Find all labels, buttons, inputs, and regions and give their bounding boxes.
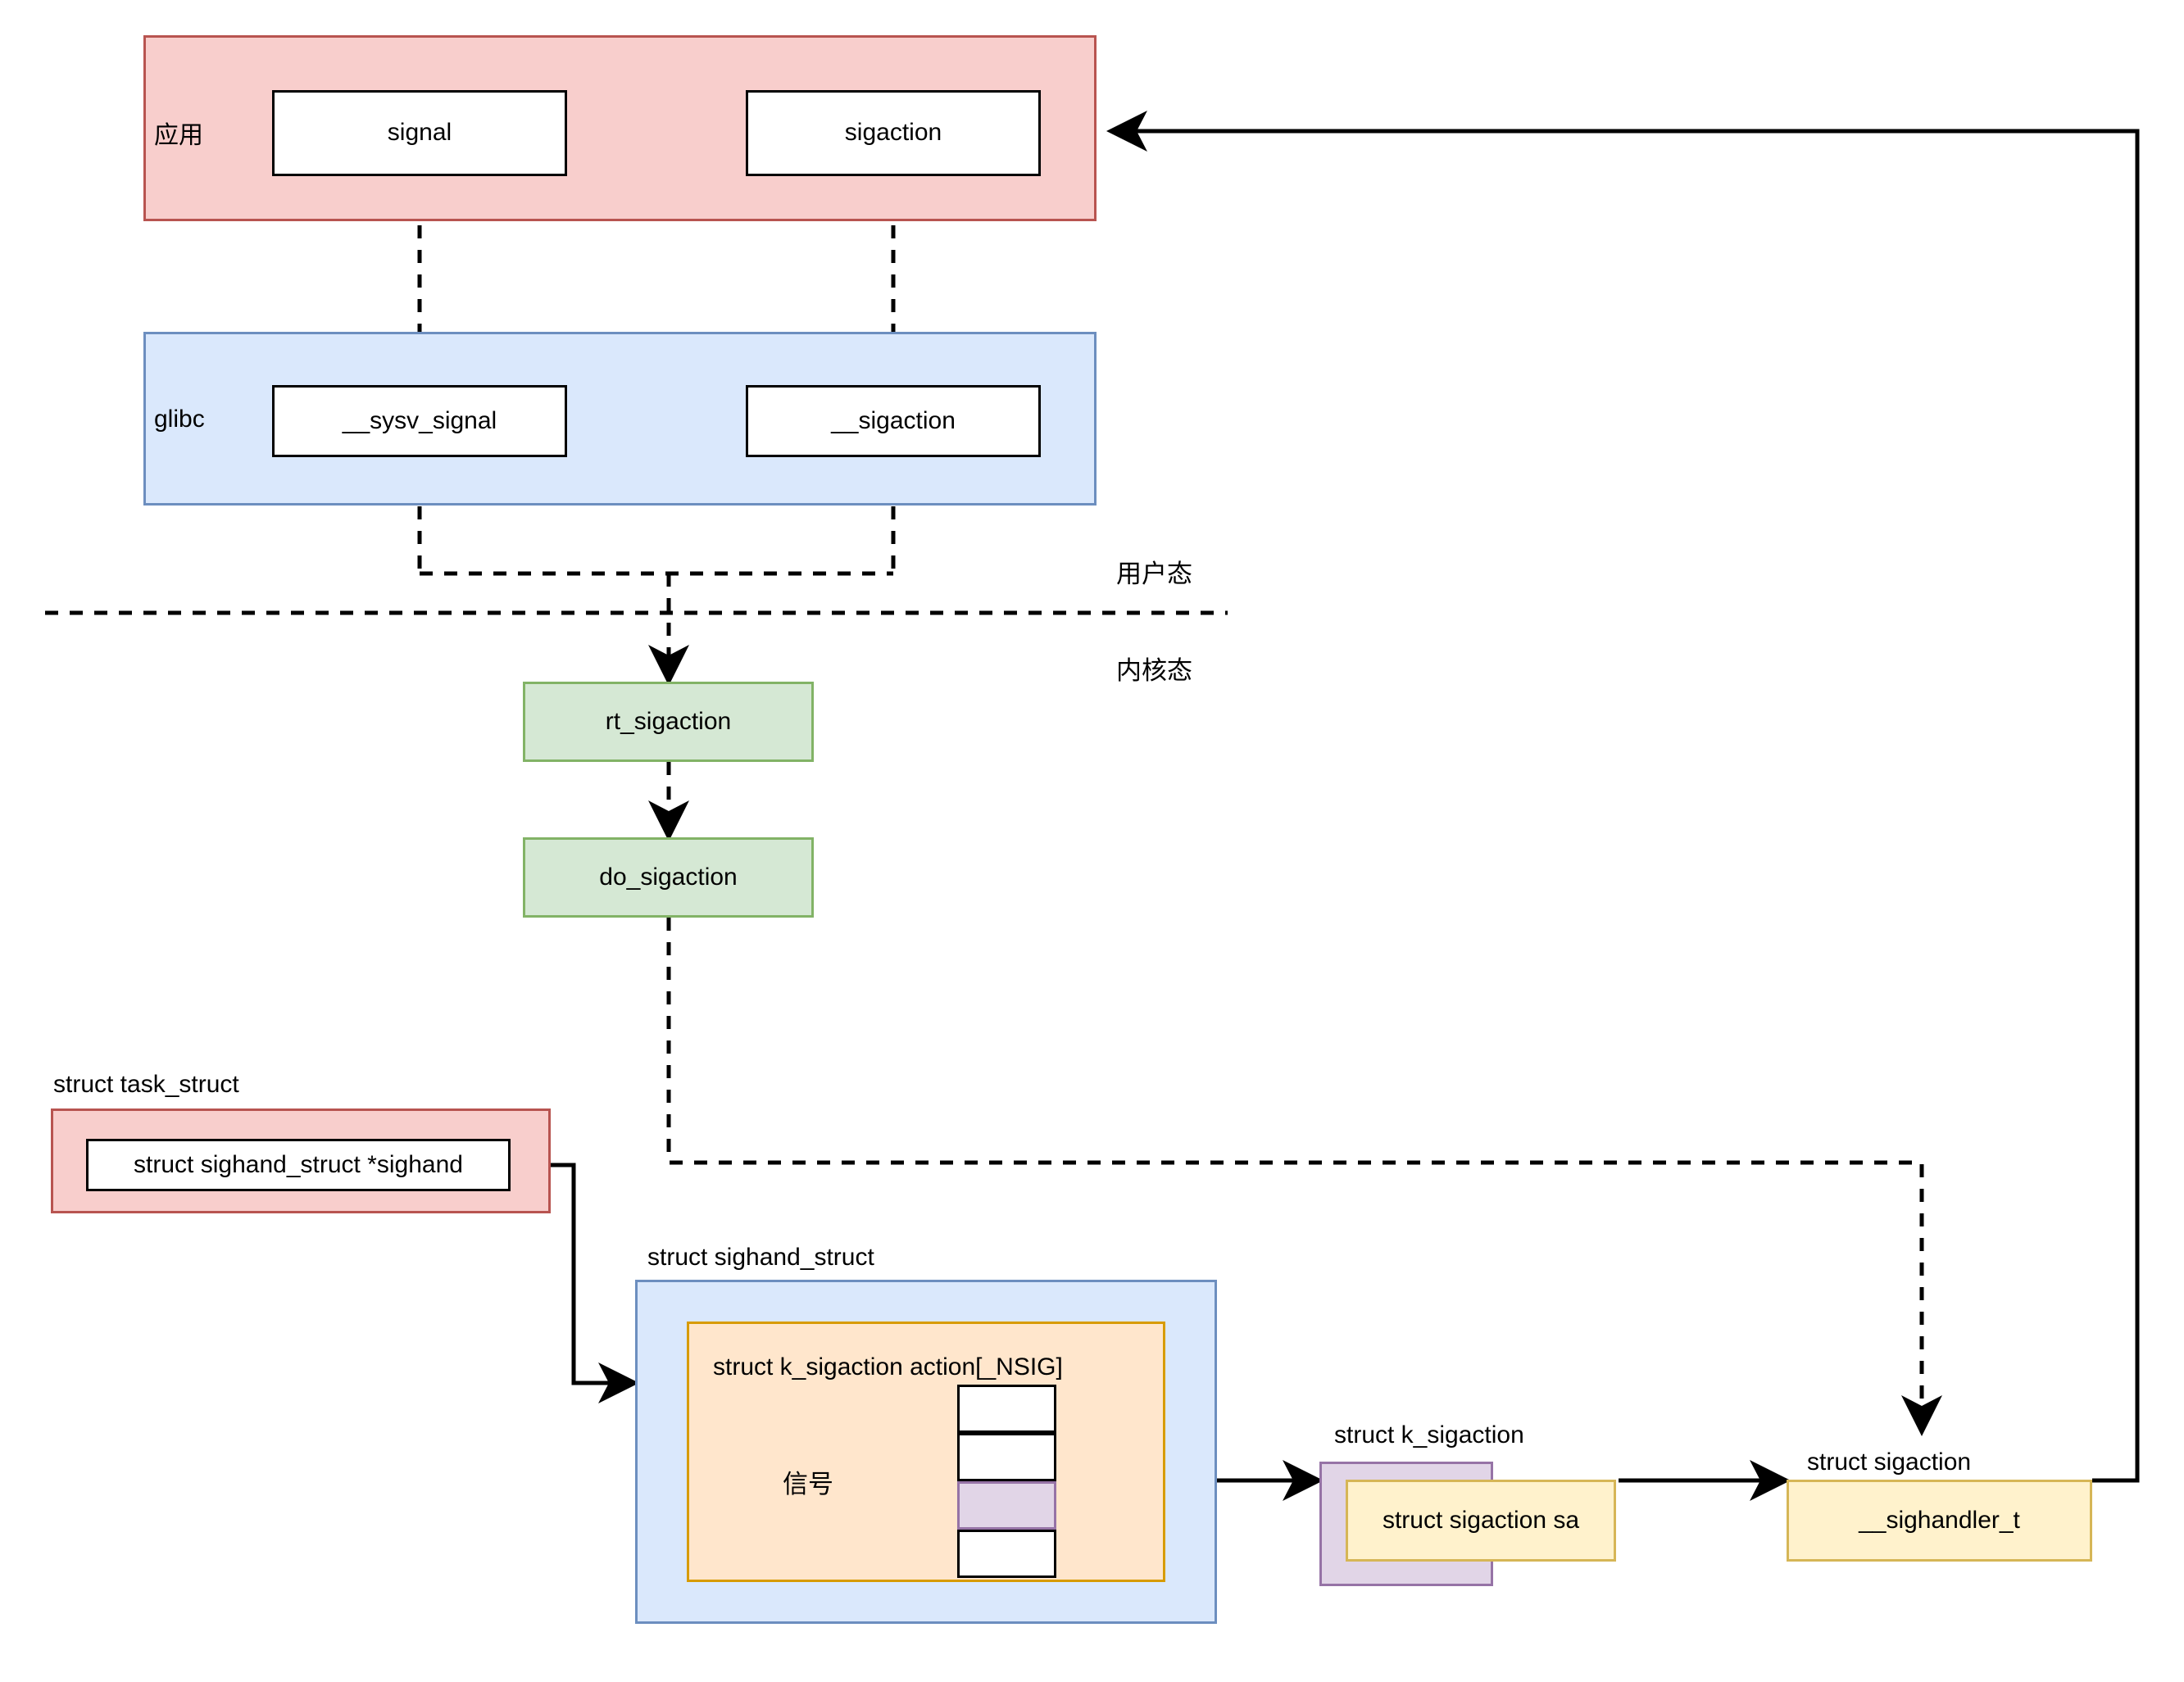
node-sigaction-label: sigaction bbox=[844, 119, 942, 147]
action-cell-0[interactable] bbox=[957, 1385, 1056, 1433]
node-sysv-signal-label: __sysv_signal bbox=[342, 406, 497, 434]
sigaction-struct-caption: struct sigaction bbox=[1807, 1449, 1972, 1476]
sighand-struct-caption: struct sighand_struct bbox=[647, 1244, 874, 1271]
user-mode-label: 用户态 bbox=[1116, 560, 1192, 588]
field-sighand-pointer-label: struct sighand_struct *sighand bbox=[134, 1150, 463, 1178]
node-__sigaction-label: __sigaction bbox=[831, 406, 956, 434]
node-do-sigaction-label: do_sigaction bbox=[599, 863, 738, 891]
task-struct-caption: struct task_struct bbox=[53, 1071, 239, 1098]
field-sigaction-sa[interactable]: struct sigaction sa bbox=[1346, 1480, 1616, 1562]
node-do-sigaction[interactable]: do_sigaction bbox=[523, 837, 814, 918]
action-cell-3[interactable] bbox=[957, 1530, 1056, 1578]
layer-application-label: 应用 bbox=[154, 122, 203, 149]
layer-glibc-label: glibc bbox=[154, 406, 205, 433]
field-sighandler-t[interactable]: __sighandler_t bbox=[1787, 1480, 2092, 1562]
field-sigaction-sa-label: struct sigaction sa bbox=[1382, 1506, 1580, 1534]
node-rt-sigaction[interactable]: rt_sigaction bbox=[523, 682, 814, 762]
node-rt-sigaction-label: rt_sigaction bbox=[605, 707, 732, 735]
array-action-nsig-label: struct k_sigaction action[_NSIG] bbox=[713, 1353, 1063, 1381]
array-action-nsig bbox=[687, 1322, 1165, 1582]
edge-sighandler-return-to-application bbox=[1106, 111, 2140, 1483]
action-cell-2-selected[interactable] bbox=[957, 1481, 1056, 1530]
field-sighand-pointer[interactable]: struct sighand_struct *sighand bbox=[86, 1139, 511, 1191]
action-cell-1[interactable] bbox=[957, 1433, 1056, 1481]
signal-cn-label: 信号 bbox=[783, 1470, 833, 1498]
node-__sigaction[interactable]: __sigaction bbox=[746, 385, 1041, 457]
node-signal-label: signal bbox=[387, 119, 452, 147]
kernel-mode-label: 内核态 bbox=[1116, 656, 1192, 685]
node-sysv-signal[interactable]: __sysv_signal bbox=[272, 385, 567, 457]
k-sigaction-caption: struct k_sigaction bbox=[1334, 1421, 1524, 1449]
node-sigaction[interactable]: sigaction bbox=[746, 90, 1041, 176]
node-signal[interactable]: signal bbox=[272, 90, 567, 176]
field-sighandler-t-label: __sighandler_t bbox=[1859, 1506, 2020, 1534]
